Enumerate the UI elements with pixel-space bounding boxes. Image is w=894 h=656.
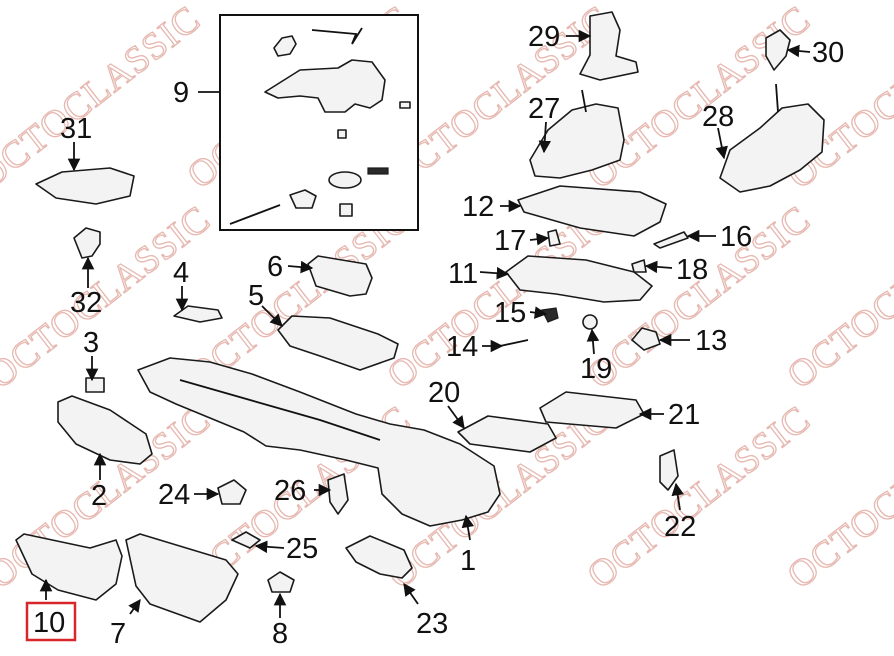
callout-4[interactable]: 4 — [173, 257, 189, 289]
part-24-shape — [217, 479, 247, 505]
part-11-shape — [505, 255, 653, 303]
callout-8[interactable]: 8 — [272, 618, 288, 650]
part-16-shape — [653, 231, 689, 249]
part-18-shape — [631, 259, 647, 273]
callout-6[interactable]: 6 — [267, 251, 283, 283]
part-20-shape — [457, 415, 557, 453]
part-10-shape — [15, 533, 123, 601]
part-26-shape — [327, 473, 349, 515]
part-7-shape — [125, 533, 239, 623]
callout-13[interactable]: 13 — [695, 325, 727, 357]
callout-labels: 1 2 3 4 5 6 7 8 9 10 11 12 13 14 15 16 1… — [25, 21, 844, 650]
callout-7[interactable]: 7 — [110, 618, 126, 650]
callout-32[interactable]: 32 — [70, 287, 102, 319]
callout-22[interactable]: 22 — [664, 511, 696, 543]
part-28-shape — [719, 103, 825, 193]
callout-2[interactable]: 2 — [91, 480, 107, 512]
part-29-shape — [579, 11, 639, 81]
callout-17[interactable]: 17 — [494, 225, 526, 257]
part-13-shape — [631, 327, 661, 351]
part-17-shape — [547, 229, 561, 247]
part-14-shape — [499, 339, 529, 347]
part-32-shape — [73, 227, 101, 259]
callout-1[interactable]: 1 — [460, 545, 476, 577]
part-22-shape — [659, 449, 679, 491]
part-3-shape — [85, 377, 105, 393]
selected-callout-box — [25, 601, 77, 642]
part-27-shape — [529, 103, 625, 179]
leader-lines — [39, 29, 811, 618]
callout-19[interactable]: 19 — [580, 353, 612, 385]
part-25-shape — [231, 531, 261, 549]
part-6-shape — [307, 255, 373, 297]
callout-21[interactable]: 21 — [668, 399, 700, 431]
part-2-shape — [57, 395, 153, 465]
callout-12[interactable]: 12 — [462, 191, 494, 223]
callout-26[interactable]: 26 — [274, 475, 306, 507]
callout-9[interactable]: 9 — [173, 77, 189, 109]
part-15-shape — [541, 307, 559, 323]
callout-30[interactable]: 30 — [812, 37, 844, 69]
part-9-inset — [219, 14, 419, 231]
part-5-shape — [277, 315, 399, 371]
part-19-shape — [582, 314, 598, 330]
callout-5[interactable]: 5 — [248, 280, 264, 312]
callout-14[interactable]: 14 — [446, 331, 478, 363]
callout-25[interactable]: 25 — [286, 533, 318, 565]
callout-20[interactable]: 20 — [428, 377, 460, 409]
callout-24[interactable]: 24 — [158, 479, 190, 511]
callout-18[interactable]: 18 — [676, 254, 708, 286]
callout-10[interactable]: 10 — [33, 607, 65, 639]
part-8-shape — [267, 571, 295, 593]
callout-16[interactable]: 16 — [720, 221, 752, 253]
callout-31[interactable]: 31 — [60, 113, 92, 145]
callout-23[interactable]: 23 — [416, 608, 448, 640]
part-30-shape — [765, 29, 791, 71]
callout-11[interactable]: 11 — [448, 258, 478, 290]
callout-15[interactable]: 15 — [494, 297, 526, 329]
part-12-shape — [517, 185, 667, 237]
callout-29[interactable]: 29 — [528, 21, 560, 53]
callout-27[interactable]: 27 — [528, 93, 560, 125]
callout-3[interactable]: 3 — [83, 327, 99, 359]
part-23-shape — [345, 535, 413, 579]
callout-28[interactable]: 28 — [702, 101, 734, 133]
part-31-shape — [35, 167, 135, 205]
part-21-shape — [539, 391, 645, 429]
